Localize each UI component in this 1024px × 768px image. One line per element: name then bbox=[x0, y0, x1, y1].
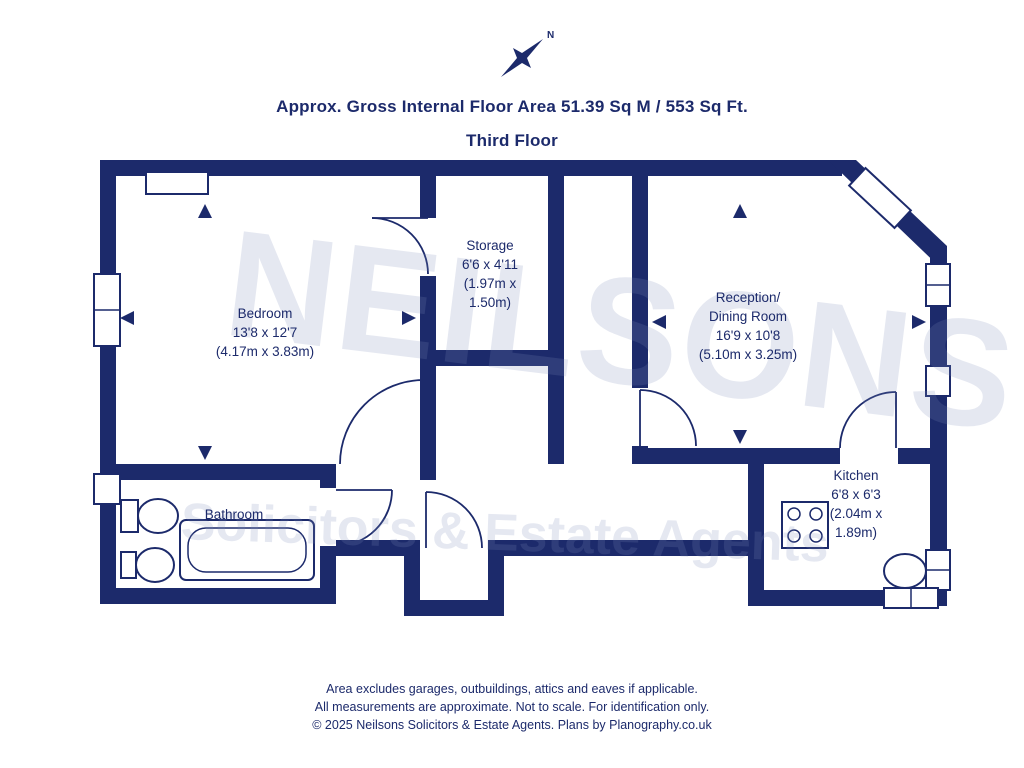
kitchen-bottom-window bbox=[883, 587, 939, 609]
reception-name-1: Reception/ bbox=[715, 290, 781, 305]
storage-dims-metric-1: (1.97m x bbox=[463, 276, 517, 291]
bedroom-door bbox=[339, 379, 425, 465]
compass-north-label: N bbox=[547, 30, 554, 41]
reception-name-2: Dining Room bbox=[708, 309, 788, 324]
reception-dim-arrows bbox=[652, 204, 926, 444]
storage-door bbox=[371, 217, 429, 275]
reception-dims-imperial: 16'9 x 10'8 bbox=[715, 328, 781, 343]
kitchen-dims-imperial: 6'8 x 6'3 bbox=[831, 487, 881, 502]
storage-dims-metric-2: 1.50m) bbox=[468, 295, 512, 310]
disclaimer-line-3: © 2025 Neilsons Solicitors & Estate Agen… bbox=[312, 718, 712, 732]
dimension-arrows bbox=[120, 204, 926, 460]
bedroom-left-window bbox=[93, 273, 121, 347]
doors bbox=[335, 217, 897, 549]
floor-area-title: Approx. Gross Internal Floor Area 51.39 … bbox=[276, 97, 748, 116]
storage-label: Storage 6'6 x 4'11 (1.97m x 1.50m) bbox=[430, 236, 550, 312]
stove-icon bbox=[781, 501, 829, 549]
bathtub-icon bbox=[179, 519, 315, 581]
bedroom-label: Bedroom 13'8 x 12'7 (4.17m x 3.83m) bbox=[165, 304, 365, 361]
reception-dims-metric: (5.10m x 3.25m) bbox=[698, 347, 798, 362]
bathroom-name: Bathroom bbox=[204, 507, 264, 522]
bathroom-left-window bbox=[93, 473, 121, 505]
kitchen-label: Kitchen 6'8 x 6'3 (2.04m x 1.89m) bbox=[786, 466, 926, 542]
storage-dims-imperial: 6'6 x 4'11 bbox=[462, 257, 518, 272]
kitchen-dims-metric-2: 1.89m) bbox=[834, 525, 878, 540]
fixtures bbox=[120, 498, 927, 589]
bathroom-door bbox=[335, 489, 393, 547]
kitchen-dims-metric-1: (2.04m x bbox=[829, 506, 883, 521]
kitchen-right-window bbox=[925, 549, 951, 591]
bathroom-label: Bathroom bbox=[174, 505, 294, 524]
entrance-door bbox=[425, 491, 483, 549]
bedroom-dims-imperial: 13'8 x 12'7 bbox=[232, 325, 298, 340]
bedroom-dims-metric: (4.17m x 3.83m) bbox=[215, 344, 315, 359]
reception-label: Reception/ Dining Room 16'9 x 10'8 (5.10… bbox=[648, 288, 848, 364]
kitchen-sink-icon bbox=[883, 553, 927, 589]
disclaimer-line-1: Area excludes garages, outbuildings, att… bbox=[326, 682, 698, 696]
reception-door bbox=[639, 389, 697, 447]
compass-star bbox=[501, 39, 543, 77]
bathroom-sink-icon bbox=[120, 547, 175, 583]
reception-diagonal-window bbox=[847, 166, 913, 230]
toilet-icon bbox=[120, 498, 179, 534]
floor-name-subtitle: Third Floor bbox=[466, 131, 558, 150]
bedroom-top-window bbox=[145, 171, 209, 195]
compass-icon: N bbox=[501, 30, 554, 77]
storage-name: Storage bbox=[466, 238, 514, 253]
bedroom-name: Bedroom bbox=[237, 306, 293, 321]
windows bbox=[93, 166, 951, 609]
bedroom-dim-arrows bbox=[120, 204, 416, 460]
reception-right-window-upper bbox=[925, 263, 951, 307]
kitchen-name: Kitchen bbox=[833, 468, 879, 483]
disclaimer-line-2: All measurements are approximate. Not to… bbox=[314, 700, 710, 714]
kitchen-door bbox=[839, 391, 897, 449]
reception-right-window-lower bbox=[925, 365, 951, 397]
disclaimer: Area excludes garages, outbuildings, att… bbox=[0, 680, 1024, 734]
